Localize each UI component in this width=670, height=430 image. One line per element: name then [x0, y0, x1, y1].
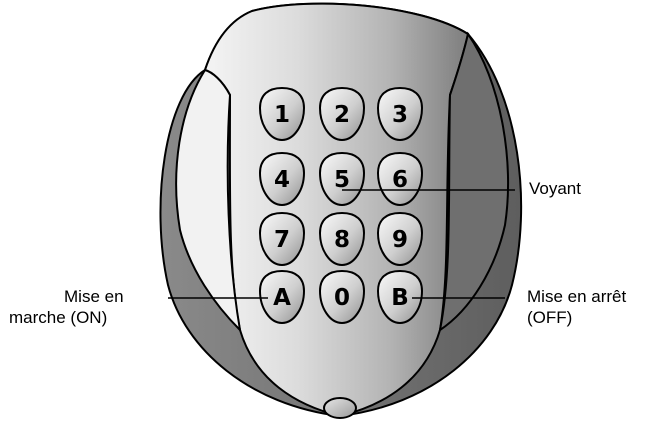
key-9-shape [376, 211, 424, 267]
key-7-shape [258, 211, 306, 267]
key-8-label: 8 [334, 227, 350, 253]
key-3-shape [376, 86, 424, 142]
led-indicator [323, 397, 357, 419]
key-9-label: 9 [392, 227, 408, 253]
key-2-button: 2 [318, 86, 366, 142]
key-5-label: 5 [334, 167, 350, 193]
key-7-label: 7 [274, 227, 290, 253]
key-a-button: A [258, 269, 306, 325]
key-4-label: 4 [274, 167, 290, 193]
key-4-button: 4 [258, 151, 306, 207]
key-8-shape [318, 211, 366, 267]
key-4-shape [258, 151, 306, 207]
key-2-label: 2 [334, 102, 350, 128]
key-5-shape [318, 151, 366, 207]
key-2-shape [318, 86, 366, 142]
key-b-button: B [376, 269, 424, 325]
key-8-button: 8 [318, 211, 366, 267]
key-6-shape [376, 151, 424, 207]
key-1-label: 1 [274, 102, 290, 128]
key-b-label: B [391, 285, 409, 311]
on-label-line2: marche (ON) [9, 308, 108, 327]
on-label-line1: Mise en [64, 287, 124, 306]
off-label-line2: (OFF) [527, 308, 573, 327]
key-0-button: 0 [318, 269, 366, 325]
key-3-label: 3 [392, 102, 408, 128]
key-7-button: 7 [258, 211, 306, 267]
key-5-button: 5 [318, 151, 366, 207]
key-0-shape [318, 269, 366, 325]
key-3-button: 3 [376, 86, 424, 142]
key-a-label: A [273, 285, 291, 311]
left-side-band [175, 68, 242, 333]
key-1-button: 1 [258, 86, 306, 142]
key-1-shape [258, 86, 306, 142]
off-label-line1: Mise en arrêt [527, 287, 627, 306]
key-6-button: 6 [376, 151, 424, 207]
key-a-shape [258, 269, 306, 325]
key-6-label: 6 [392, 167, 408, 193]
voyant-label: Voyant [529, 179, 581, 198]
key-0-label: 0 [334, 285, 350, 311]
key-9-button: 9 [376, 211, 424, 267]
right-side-band [438, 31, 510, 333]
key-b-shape [376, 269, 424, 325]
